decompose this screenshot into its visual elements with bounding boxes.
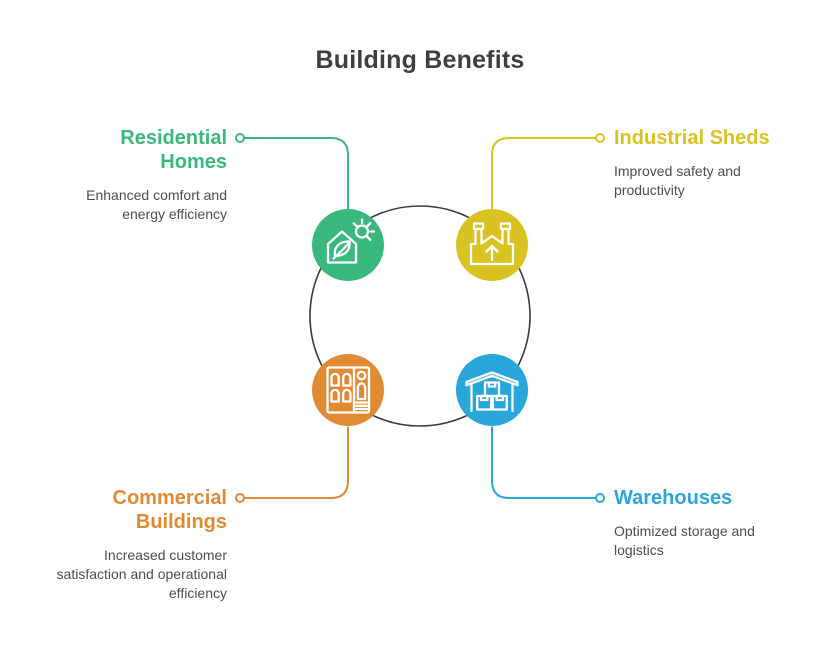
page-title: Building Benefits — [315, 46, 525, 74]
label-title-residential-homes: Residential Homes — [120, 127, 227, 173]
eco-home-icon — [326, 218, 376, 264]
label-residential-homes: Residential Homes Enhanced comfort and e… — [52, 126, 227, 224]
label-title-warehouses: Warehouses — [614, 487, 733, 509]
connector-residential-homes — [240, 137, 349, 210]
node-industrial-sheds — [456, 209, 528, 281]
factory-icon — [469, 222, 515, 266]
connector-warehouses — [491, 426, 600, 499]
connector-dot-warehouses — [595, 493, 605, 503]
storefront-icon — [326, 366, 371, 414]
label-desc-commercial-buildings: Increased customer satisfaction and oper… — [56, 547, 227, 601]
connector-industrial-sheds — [491, 137, 600, 210]
node-residential-homes — [312, 209, 384, 281]
label-industrial-sheds: Industrial Sheds Improved safety and pro… — [614, 126, 789, 200]
label-desc-industrial-sheds: Improved safety and productivity — [614, 163, 741, 198]
label-desc-residential-homes: Enhanced comfort and energy efficiency — [86, 187, 227, 222]
label-commercial-buildings: Commercial Buildings Increased customer … — [52, 486, 227, 603]
connector-dot-commercial-buildings — [235, 493, 245, 503]
warehouse-icon — [465, 371, 519, 413]
connector-commercial-buildings — [240, 426, 349, 499]
node-commercial-buildings — [312, 354, 384, 426]
label-title-commercial-buildings: Commercial Buildings — [112, 487, 228, 533]
connector-dot-industrial-sheds — [595, 133, 605, 143]
label-title-industrial-sheds: Industrial Sheds — [614, 127, 770, 149]
label-desc-warehouses: Optimized storage and logistics — [614, 523, 755, 558]
connector-dot-residential-homes — [235, 133, 245, 143]
node-circle-warehouses — [456, 354, 528, 426]
label-warehouses: Warehouses Optimized storage and logisti… — [614, 486, 789, 560]
center-circle — [309, 205, 531, 427]
node-warehouses — [456, 354, 528, 426]
